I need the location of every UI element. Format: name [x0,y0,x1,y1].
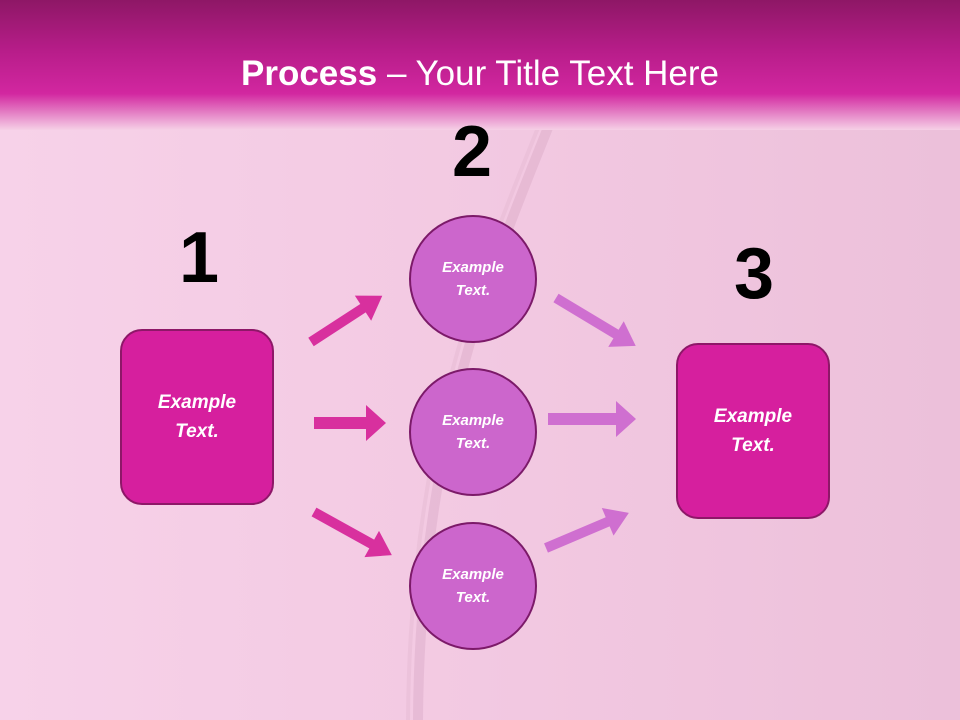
step-1-text-line2: Text. [175,421,219,442]
circle-bottom-line1: Example [442,566,504,583]
arrow-to-middle-circle [314,405,386,441]
step-number-1: 1 [178,218,220,298]
title-bold: Process [241,54,378,93]
step-3-text-line1: Example [713,406,793,427]
arrow-to-top-circle [308,295,383,347]
circle-middle-line1: Example [442,412,504,429]
circle-bottom-line2: Text. [455,589,491,606]
circle-middle: Example Text. [409,368,537,496]
title-bar [0,0,960,130]
step-number-3: 3 [733,234,775,314]
arrow-from-top-circle [553,293,636,347]
circle-middle-line2: Text. [455,435,491,452]
step-1-text-line1: Example [157,392,237,413]
step-number-2: 2 [451,112,493,192]
step-3-text-line2: Text. [731,435,775,456]
circle-top: Example Text. [409,215,537,343]
arrow-from-bottom-circle [544,508,629,553]
arrow-to-bottom-circle [311,507,392,558]
circle-bottom: Example Text. [409,522,537,650]
circle-top-line1: Example [442,259,504,276]
title-rest: – Your Title Text Here [377,54,719,93]
step-1-box: Example Text. [120,329,274,505]
arrow-from-middle-circle [548,401,636,437]
slide-title: Process – Your Title Text Here [0,52,960,96]
step-3-box: Example Text. [676,343,830,519]
circle-top-line2: Text. [455,282,491,299]
